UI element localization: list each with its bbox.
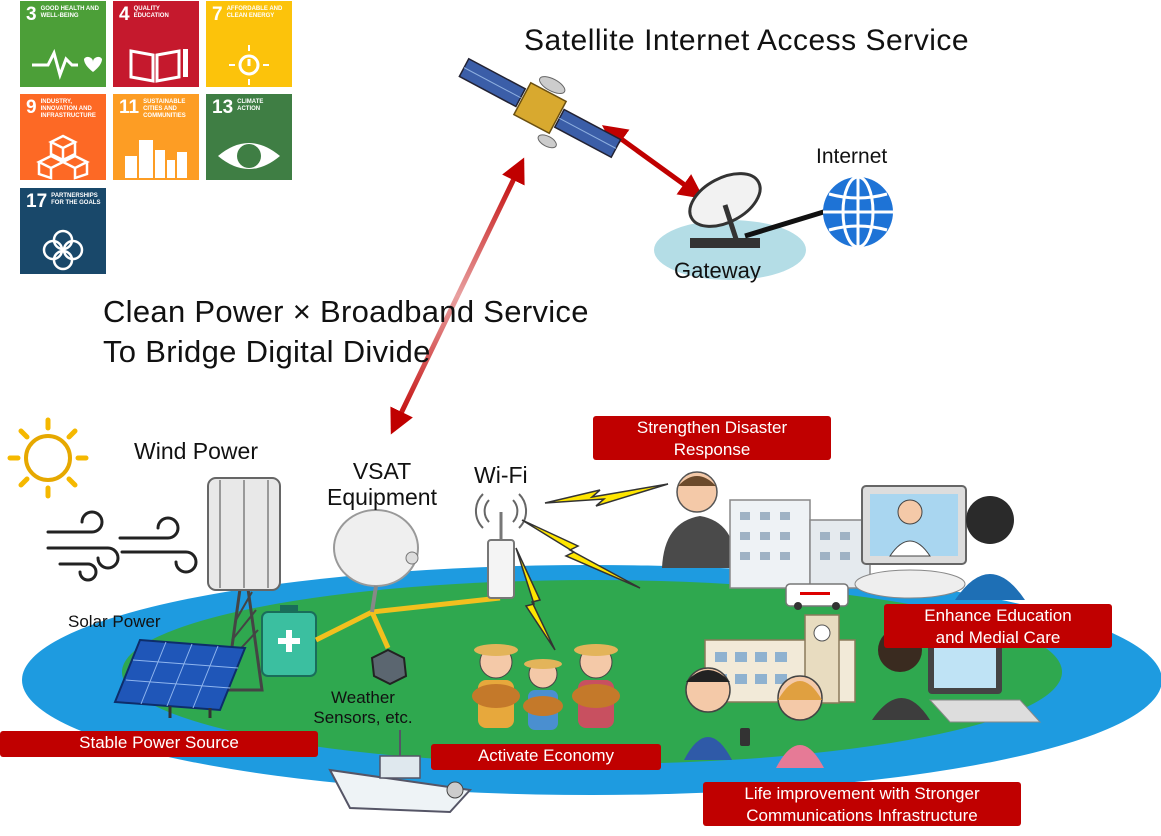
students-icon	[684, 667, 824, 768]
vsat-label-line-1: VSAT	[352, 458, 412, 484]
education-medical-box: Enhance Education and Medial Care	[884, 604, 1112, 648]
headline: Clean Power × Broadband Service To Bridg…	[103, 292, 589, 372]
battery-icon	[261, 605, 317, 677]
disaster-box-line-1: Strengthen Disaster	[636, 418, 788, 437]
disaster-box-line-2: Response	[673, 440, 751, 459]
vsat-label-line-2: Equipment	[327, 484, 437, 510]
solar-panel-icon	[113, 638, 247, 718]
sdg-tile-4: 4 QUALITY EDUCATION	[113, 1, 199, 87]
activate-economy-box: Activate Economy	[431, 744, 661, 770]
wireless-signal-bolts	[515, 483, 669, 651]
wifi-label: Wi-Fi	[474, 462, 528, 488]
sdg-tile-3: 3 GOOD HEALTH AND WELL-BEING	[20, 1, 106, 87]
sdg-title: AFFORDABLE AND CLEAN ENERGY	[226, 6, 283, 19]
telemedicine-monitor-icon	[854, 485, 1025, 600]
sdg-tile-17: 17 PARTNERSHIPS FOR THE GOALS	[20, 188, 106, 274]
sdg-number: 11	[119, 97, 140, 118]
book-icon	[129, 49, 188, 83]
sdg-title: QUALITY EDUCATION	[133, 6, 169, 19]
sun-icon	[7, 417, 89, 499]
wind-turbine-icon	[207, 477, 281, 692]
partnership-rings-icon	[42, 229, 84, 271]
sdg-tile-11: 11 SUSTAINABLE CITIES AND COMMUNITIES	[113, 94, 199, 180]
gateway-label: Gateway	[674, 258, 761, 283]
person-on-phone-icon	[662, 471, 736, 568]
sdg-number: 13	[212, 97, 234, 118]
city-icon	[125, 140, 187, 178]
life-box-line-1: Life improvement with Stronger	[744, 784, 980, 803]
heartbeat-icon	[32, 48, 102, 80]
weather-sensors-label: Weather Sensors, etc.	[298, 688, 428, 728]
internet-label: Internet	[816, 145, 888, 168]
solar-power-label: Solar Power	[68, 612, 161, 631]
sdg-tile-9: 9 INDUSTRY, INNOVATION AND INFRASTRUCTUR…	[20, 94, 106, 180]
sdg-title: PARTNERSHIPS FOR THE GOALS	[51, 193, 101, 206]
globe-icon	[823, 175, 893, 249]
vsat-dish-icon	[333, 509, 419, 613]
vsat-label: VSAT Equipment	[312, 458, 452, 510]
sdg-tile-13: 13 CLIMATE ACTION	[206, 94, 292, 180]
gateway-dish-icon	[688, 172, 762, 248]
wind-power-label: Wind Power	[134, 438, 258, 464]
weather-label-line-1: Weather	[331, 688, 395, 707]
sdg-tile-7: 7 AFFORDABLE AND CLEAN ENERGY	[206, 1, 292, 87]
wifi-router-icon	[474, 493, 528, 599]
sdg-title: GOOD HEALTH AND WELL-BEING	[40, 6, 99, 19]
power-sun-icon	[229, 45, 269, 85]
sdg-number: 17	[26, 191, 48, 212]
weather-sensor-icon	[370, 648, 408, 686]
disaster-response-box: Strengthen Disaster Response	[593, 416, 831, 460]
sdg-number: 4	[119, 4, 130, 25]
online-teacher-icon	[872, 628, 1042, 723]
life-improvement-box: Life improvement with Stronger Communica…	[703, 782, 1021, 826]
life-box-line-2: Communications Infrastructure	[746, 806, 978, 825]
sdg-title: INDUSTRY, INNOVATION AND INFRASTRUCTURE	[40, 99, 96, 119]
earth-eye-icon	[218, 143, 280, 169]
vsat-satellite-arrow	[390, 157, 525, 435]
diagram-title: Satellite Internet Access Service	[524, 24, 970, 57]
sdg-title: CLIMATE ACTION	[237, 99, 264, 112]
satellite-gateway-arrow	[601, 125, 705, 199]
headline-line-1: Clean Power × Broadband Service	[103, 294, 589, 329]
headline-line-2: To Bridge Digital Divide	[103, 334, 431, 369]
internet-cable	[744, 207, 831, 239]
gateway-platform	[654, 220, 806, 280]
farmers-icon	[472, 644, 620, 730]
sdg-number: 9	[26, 97, 37, 118]
stable-power-box: Stable Power Source	[0, 731, 318, 757]
cubes-icon	[36, 134, 90, 180]
hospital-building-icon	[729, 499, 871, 610]
sdg-number: 3	[26, 4, 37, 25]
education-box-line-2: and Medial Care	[935, 628, 1061, 647]
education-box-line-1: Enhance Education	[924, 606, 1072, 625]
satellite-icon	[458, 57, 622, 159]
wind-icon	[46, 510, 198, 582]
sdg-number: 7	[212, 4, 223, 25]
sdg-title: SUSTAINABLE CITIES AND COMMUNITIES	[143, 99, 186, 119]
weather-label-line-2: Sensors, etc.	[313, 708, 413, 727]
fishing-boat-icon	[328, 730, 473, 814]
